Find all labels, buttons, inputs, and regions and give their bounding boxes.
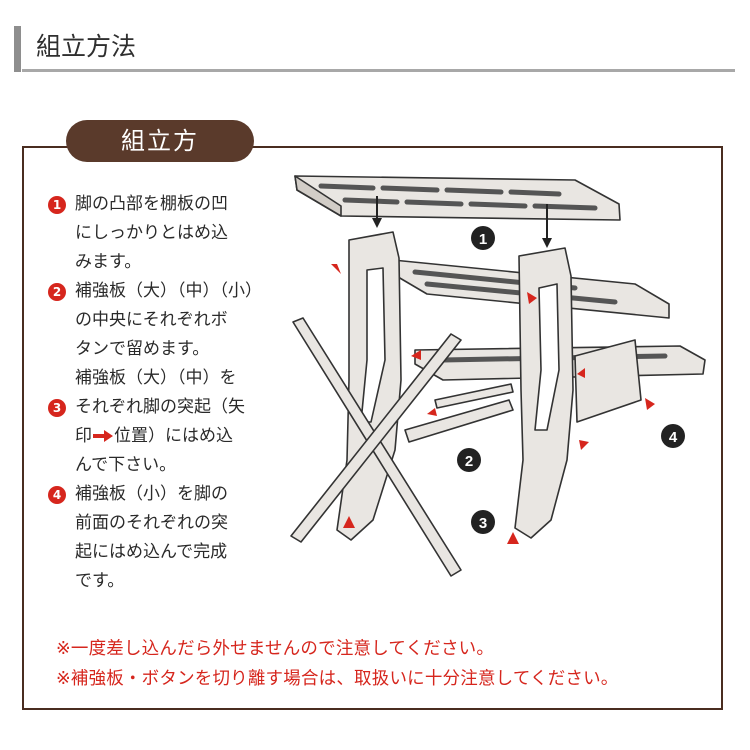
- header-underline: [22, 69, 735, 72]
- callout-3-icon: 3: [471, 510, 495, 534]
- page-title: 組立方法: [36, 32, 137, 61]
- caution-notes: ※一度差し込んだら外せませんので注意してください。 ※補強板・ボタンを切り離す場…: [56, 634, 716, 694]
- svg-text:1: 1: [479, 231, 487, 248]
- svg-text:2: 2: [465, 453, 473, 470]
- svg-text:4: 4: [669, 429, 678, 446]
- instructions-panel: [22, 146, 723, 710]
- step-2-line-3: タンで留めます。: [75, 339, 210, 359]
- step-1-line-2: にしっかりとはめ込: [75, 223, 228, 243]
- page-header: 組立方法: [14, 26, 735, 72]
- step-number-badge: 3: [48, 399, 66, 417]
- step-number-badge: 2: [48, 283, 66, 301]
- step-3-pre-line: 補強板（大）（中）を: [75, 368, 237, 388]
- step-number-badge: 1: [48, 196, 66, 214]
- callout-4-icon: 4: [661, 424, 685, 448]
- callout-1-icon: 1: [471, 226, 495, 250]
- step-1-line-1: 1 脚の凸部を棚板の凹: [48, 190, 278, 219]
- callout-2-icon: 2: [457, 448, 481, 472]
- step-1-line-3: みます。: [75, 252, 142, 272]
- caution-note-2: ※補強板・ボタンを切り離す場合は、取扱いに十分注意してください。: [56, 669, 619, 689]
- step-3-line-1: 3 それぞれ脚の突起（矢: [48, 393, 278, 422]
- step-2-line-1: 2 補強板（大）（中）（小）: [48, 277, 278, 306]
- header-accent-bar: [14, 26, 21, 72]
- step-3-line-3: んで下さい。: [75, 455, 177, 475]
- step-4-line-1: 4 補強板（小）を脚の: [48, 480, 278, 509]
- red-arrow-icon: [93, 430, 113, 442]
- step-4-line-3: 起にはめ込んで完成: [75, 542, 228, 562]
- step-number-badge: 4: [48, 486, 66, 504]
- top-shelf-board: [294, 175, 621, 221]
- step-3-line-2: 印位置）にはめ込: [75, 426, 233, 446]
- step-2-line-2: の中央にそれぞれボ: [75, 310, 228, 330]
- steps-list: 1 脚の凸部を棚板の凹 にしっかりとはめ込 みます。 2 補強板（大）（中）（小…: [48, 190, 278, 596]
- caution-note-1: ※一度差し込んだら外せませんので注意してください。: [56, 639, 495, 659]
- step-4-line-2: 前面のそれぞれの突: [75, 513, 228, 533]
- section-tab: 組立方: [66, 120, 254, 162]
- svg-text:3: 3: [479, 515, 487, 532]
- step-4-line-4: です。: [75, 571, 125, 591]
- assembly-diagram: 1 2 3 4: [290, 175, 706, 577]
